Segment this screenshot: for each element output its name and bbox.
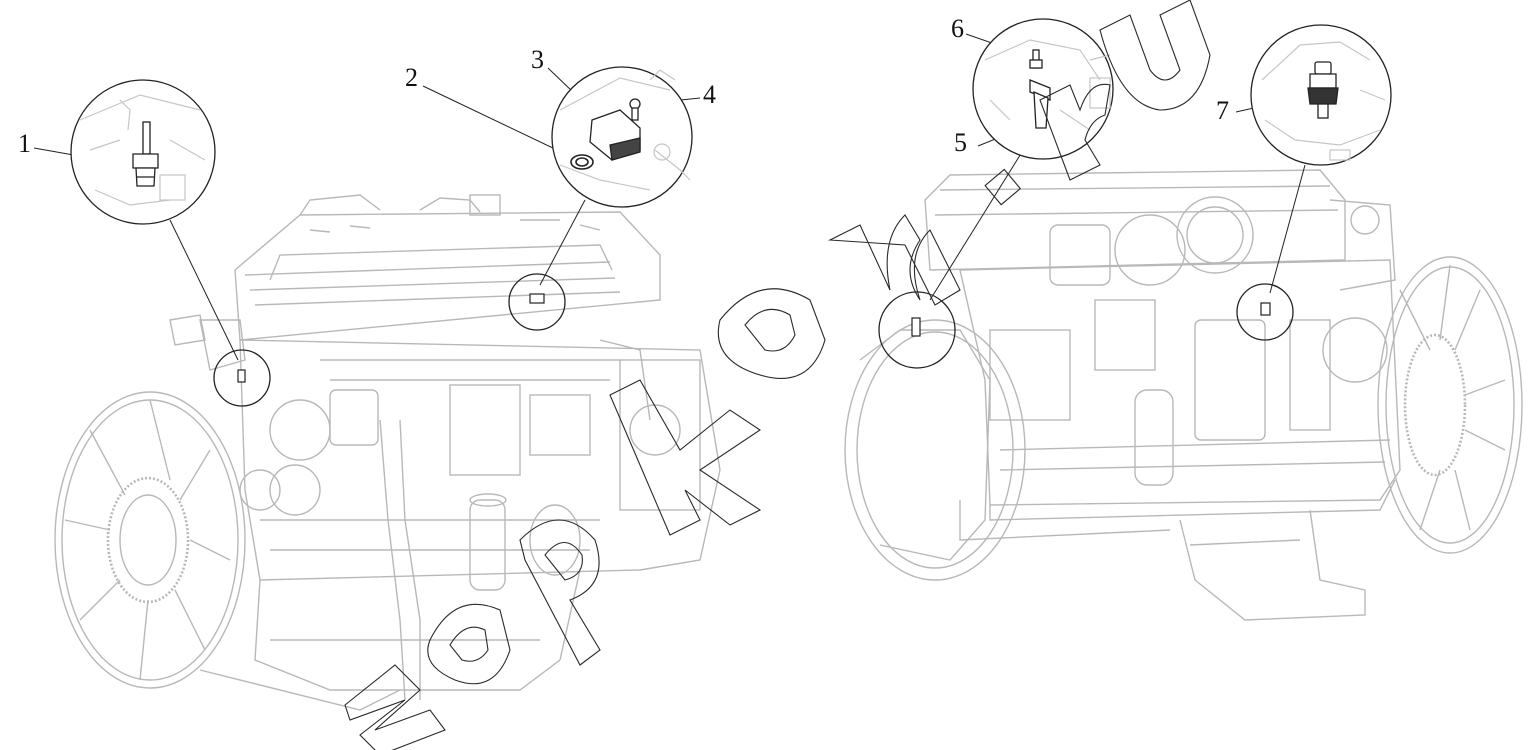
callout-2: 2 — [405, 63, 418, 92]
detail-circle-5-6 — [972, 18, 1114, 160]
sensor-1-icon — [132, 121, 159, 187]
detail-circle-2 — [551, 66, 693, 208]
leader-lines — [33, 33, 1313, 361]
left-engine-block — [169, 194, 721, 711]
callout-4: 4 — [703, 80, 716, 109]
left-fan — [54, 391, 246, 689]
detail-circle-1 — [70, 79, 216, 225]
sensor-5-icon — [1029, 49, 1051, 129]
callout-5: 5 — [954, 128, 967, 157]
sensor-7-icon — [1307, 61, 1339, 119]
right-engine-block — [924, 169, 1401, 621]
watermark-outline — [344, 0, 1211, 750]
right-fan — [1377, 256, 1523, 554]
detail-circle-7 — [1250, 24, 1392, 166]
locator-circles — [213, 273, 1294, 407]
callout-1: 1 — [18, 129, 31, 158]
o-ring-2-icon — [570, 154, 594, 170]
locator-sensors — [237, 293, 1271, 383]
right-flywheel-housing — [844, 319, 1026, 581]
left-engine-illustration — [54, 194, 721, 711]
callout-7: 7 — [1216, 96, 1229, 125]
right-engine-illustration — [844, 169, 1523, 621]
callout-3: 3 — [531, 45, 544, 74]
callout-6: 6 — [951, 14, 964, 43]
sensor-3-icon — [589, 98, 641, 161]
